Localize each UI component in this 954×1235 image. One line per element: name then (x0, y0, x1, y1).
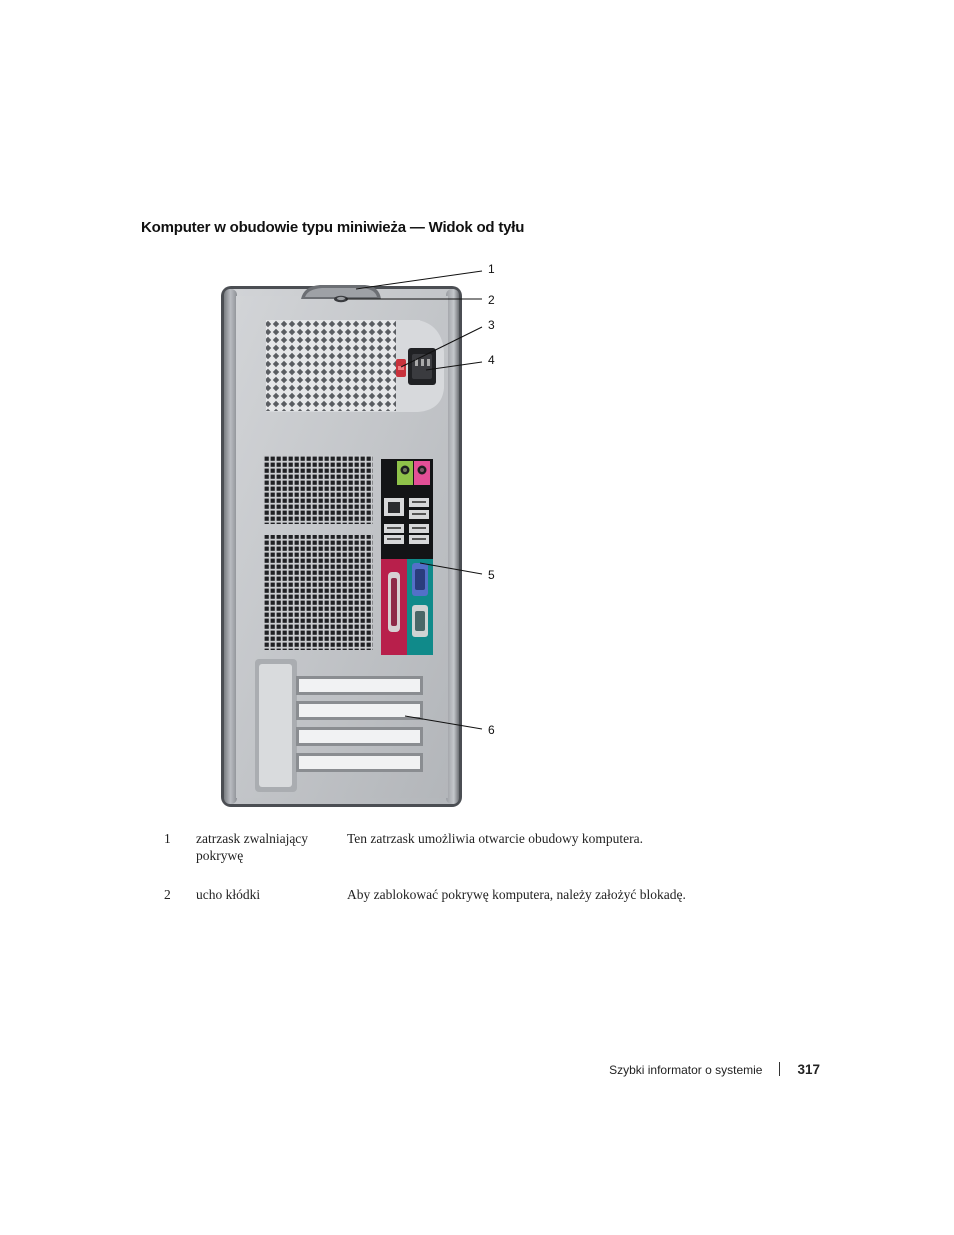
legend-table: 1 zatrzask zwalniający pokrywę Ten zatrz… (158, 830, 767, 925)
callout-6: 6 (488, 723, 495, 737)
callout-5: 5 (488, 568, 495, 582)
callout-2: 2 (488, 293, 495, 307)
page-footer: Szybki informator o systemie 317 (0, 1062, 820, 1077)
expansion-card-slots (255, 659, 423, 792)
section-title: Komputer w obudowie typu miniwieża — Wid… (141, 219, 525, 236)
legend-description: Ten zatrzask umożliwia otwarcie obudowy … (347, 831, 643, 846)
table-row: 1 zatrzask zwalniający pokrywę Ten zatrz… (158, 830, 767, 886)
callout-3: 3 (488, 318, 495, 332)
vent-grid-upper (263, 455, 373, 524)
legend-number: 2 (164, 887, 171, 902)
power-supply (266, 320, 444, 412)
vent-grid-lower (263, 535, 373, 650)
legend-term: zatrzask zwalniający pokrywę (196, 831, 309, 863)
footer-separator (779, 1062, 781, 1076)
callout-1: 1 (488, 262, 495, 276)
legend-number: 1 (164, 831, 171, 846)
legend-term: ucho kłódki (196, 887, 261, 902)
padlock-ring (334, 295, 348, 303)
table-row: 2 ucho kłódki Aby zablokować pokrywę kom… (158, 886, 767, 925)
leader-lines (346, 270, 483, 730)
footer-title: Szybki informator o systemie (609, 1063, 763, 1077)
legend-description: Aby zablokować pokrywę komputera, należy… (347, 887, 686, 902)
page-number: 317 (797, 1062, 820, 1077)
io-panel (381, 459, 433, 655)
callout-4: 4 (488, 353, 495, 367)
